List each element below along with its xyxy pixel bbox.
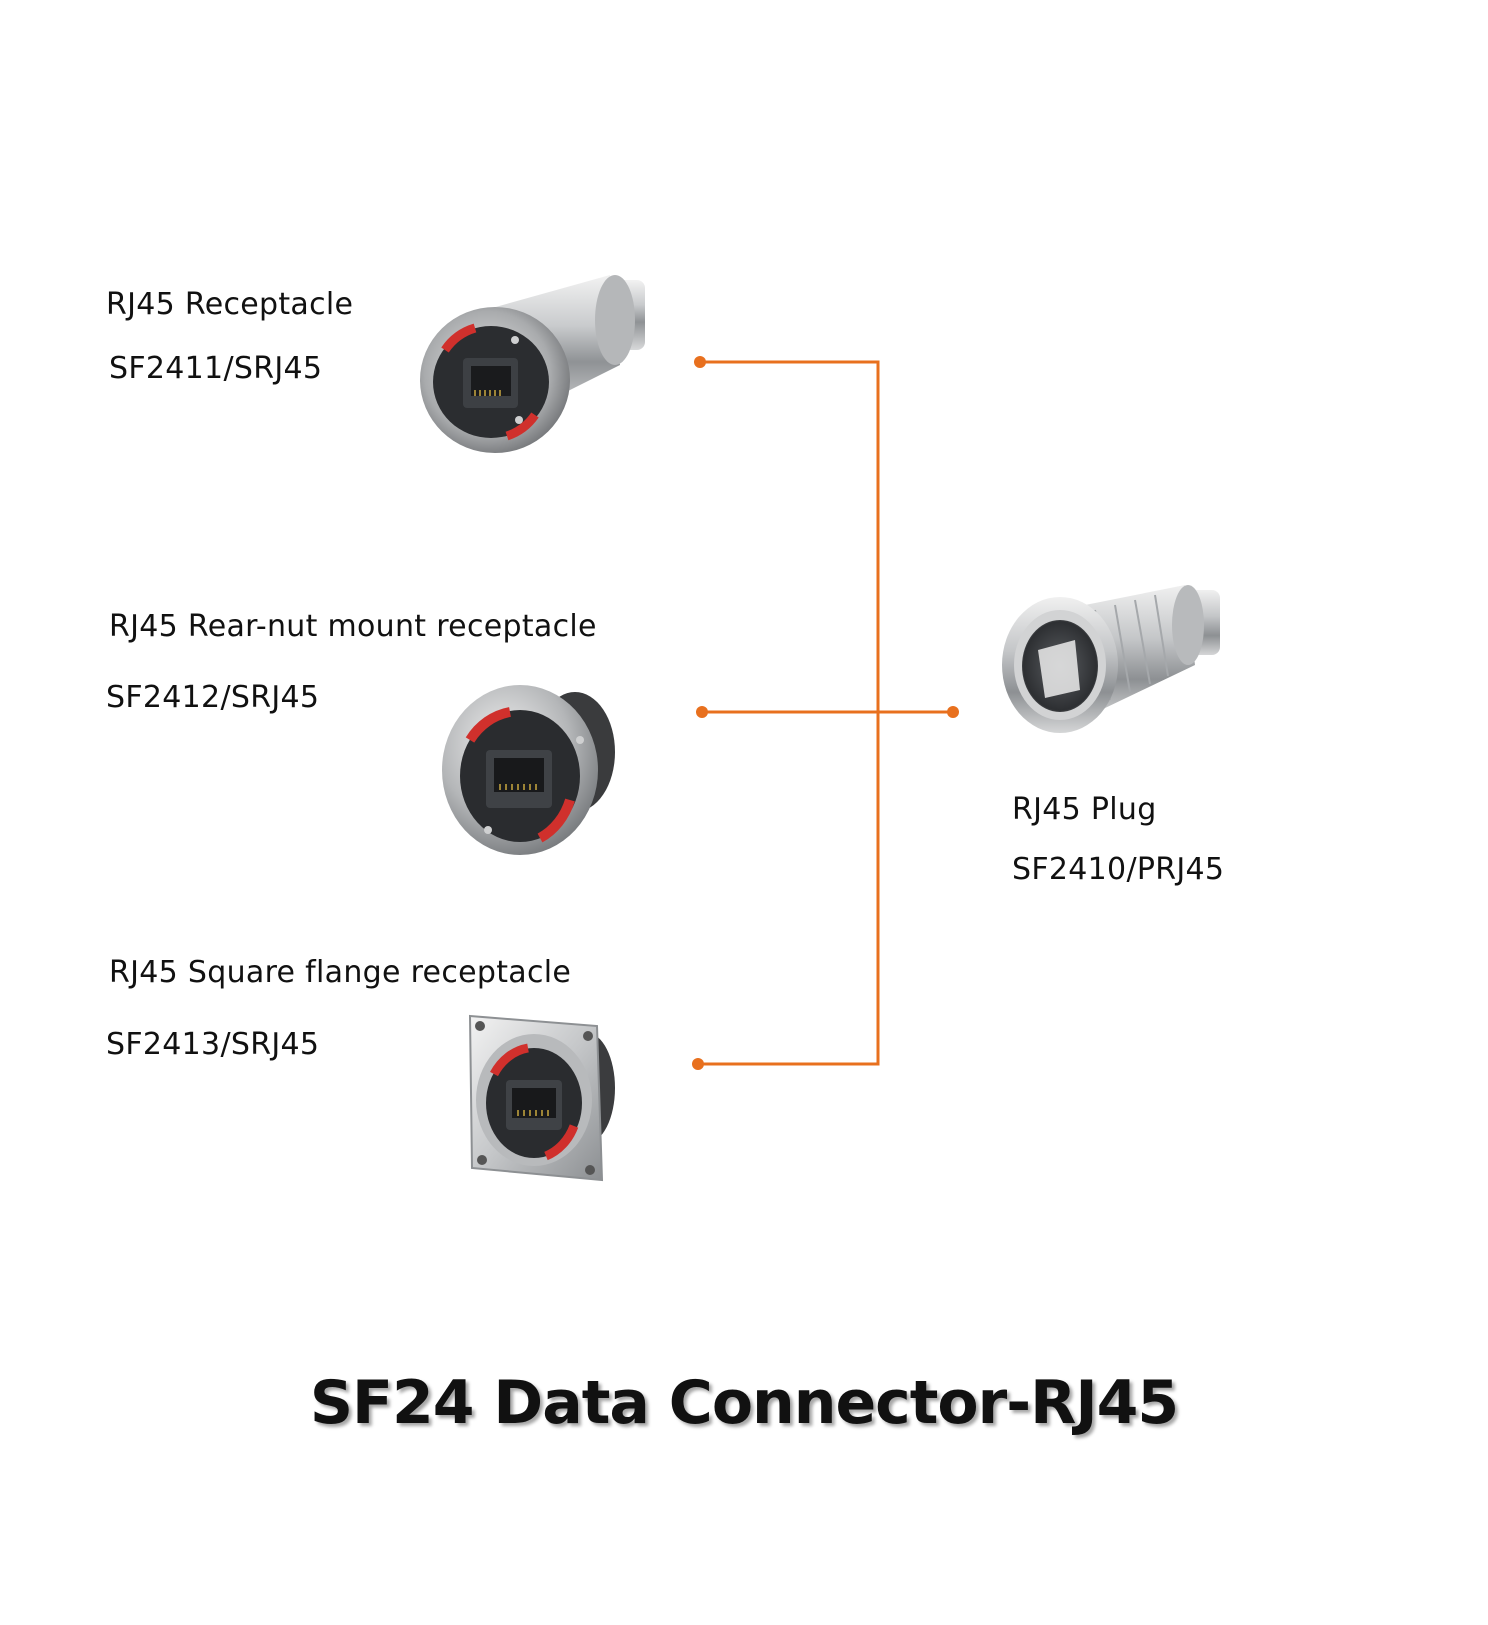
product-name-square-flange: RJ45 Square flange receptacle: [109, 955, 572, 990]
page-title: SF24 Data Connector-RJ45: [309, 1368, 1179, 1438]
rj45-plug-icon: [1002, 585, 1220, 733]
product-name-receptacle: RJ45 Receptacle: [106, 287, 354, 322]
product-name-plug: RJ45 Plug: [1012, 792, 1157, 827]
rj45-square-flange-receptacle-icon: [468, 1014, 615, 1182]
dot-square-flange: [692, 1058, 704, 1070]
product-code-square-flange: SF2413/SRJ45: [106, 1027, 320, 1062]
product-code-plug: SF2410/PRJ45: [1012, 852, 1225, 887]
dot-plug: [947, 706, 959, 718]
product-code-rear-nut: SF2412/SRJ45: [106, 680, 320, 715]
rj45-receptacle-icon: [420, 275, 645, 453]
dot-receptacle: [694, 356, 706, 368]
rj45-rear-nut-receptacle-icon: [442, 685, 615, 855]
product-name-rear-nut: RJ45 Rear-nut mount receptacle: [109, 609, 597, 644]
product-code-receptacle: SF2411/SRJ45: [109, 351, 323, 386]
dot-rear-nut: [696, 706, 708, 718]
